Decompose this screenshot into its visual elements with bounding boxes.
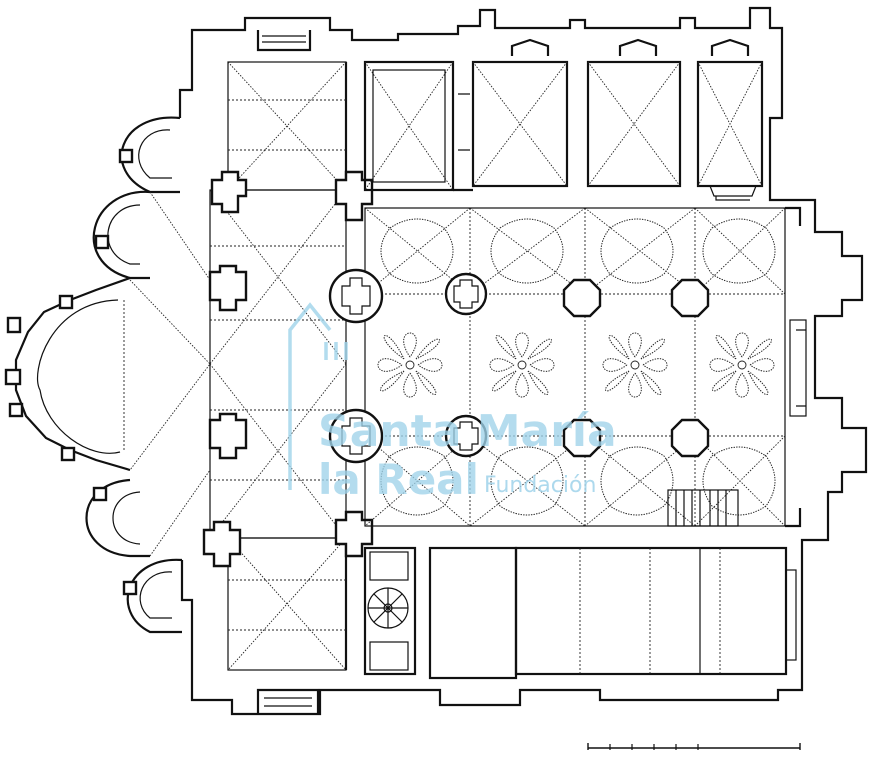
outer-walls: [178, 6, 868, 716]
east-facade: [785, 206, 807, 528]
apse-group: [4, 116, 183, 634]
scale-bar: [587, 743, 801, 750]
transept: [129, 30, 348, 714]
north-chapels: [363, 38, 764, 201]
nave-flower-vaults: [377, 332, 775, 398]
nave-piers: [328, 268, 710, 464]
nave-bays: [364, 207, 786, 527]
south-rooms: [363, 489, 797, 680]
cross-piers: [202, 170, 374, 568]
spiral-stair: [367, 587, 409, 629]
